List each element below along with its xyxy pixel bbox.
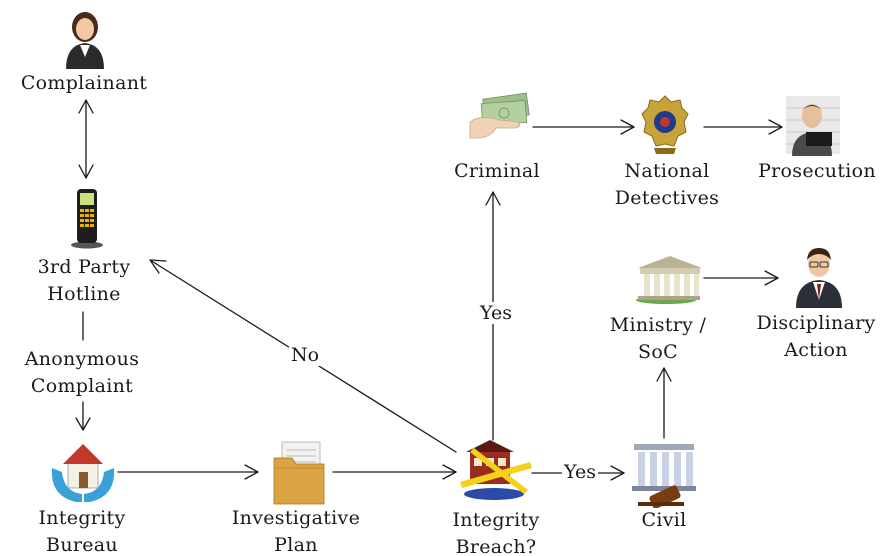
government-building-icon: [636, 256, 702, 304]
edge-label-yes-criminal: Yes: [478, 302, 514, 324]
businesswoman-icon: [66, 12, 104, 69]
node-ministry-soc-label: Ministry / SoC: [609, 314, 707, 363]
arrow-civil-ministry: [656, 367, 672, 439]
node-national-detectives-label: National Detectives: [614, 160, 720, 209]
node-hotline-label: 3rd Party Hotline: [37, 256, 131, 305]
cash-in-hand-icon: [469, 92, 530, 139]
edge-label-yes-civil: Yes: [562, 461, 598, 483]
node-disciplinary-action-label: Disciplinary Action: [756, 312, 876, 361]
courthouse-gavel-icon: [632, 444, 696, 508]
arrow-criminal-detectives: [532, 119, 635, 135]
arrow-plan-breach: [332, 464, 457, 480]
arrow-anonymous-bureau: [75, 401, 91, 431]
node-integrity-bureau-label: Integrity Bureau: [38, 507, 126, 556]
crime-scene-icon: [460, 440, 532, 500]
arrow-detectives-prosecution: [703, 119, 783, 135]
house-in-hands-icon: [51, 444, 115, 502]
arrow-ministry-disciplinary: [703, 270, 779, 286]
node-integrity-breach-label: Integrity Breach?: [452, 509, 540, 556]
node-anonymous-complaint-label: Anonymous Complaint: [24, 348, 140, 397]
node-prosecution-label: Prosecution: [758, 160, 876, 182]
police-badge-icon: [641, 95, 689, 154]
file-folder-icon: [273, 441, 325, 505]
arrow-complainant-hotline: [78, 99, 94, 179]
node-civil-label: Civil: [641, 509, 687, 531]
businessman-icon: [796, 248, 842, 308]
node-criminal-label: Criminal: [454, 160, 540, 182]
node-investigative-plan-label: Investigative Plan: [231, 507, 361, 556]
node-complainant-label: Complainant: [20, 72, 148, 94]
arrow-bureau-plan: [117, 464, 259, 480]
edge-label-no: No: [288, 344, 322, 366]
mobile-phone-icon: [71, 189, 103, 249]
prisoner-mugshot-icon: [786, 96, 840, 156]
